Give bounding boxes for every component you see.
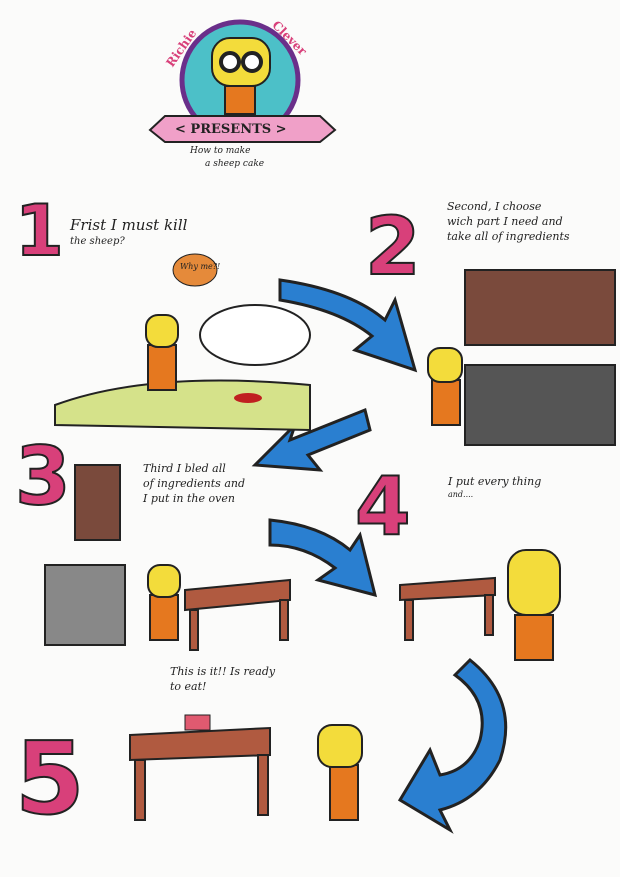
step-4-line: I put every thing (448, 475, 542, 488)
step-3-line: of ingredients and (143, 476, 246, 490)
step-5-line: This is it!! Is ready (170, 665, 276, 678)
step-1-number: 1 (14, 189, 65, 273)
cake (184, 714, 211, 731)
step-1-text: Frist I must kill the sheep? (70, 215, 187, 249)
step-2-line: wich part I need and (447, 214, 563, 228)
fridge (74, 464, 121, 541)
logo-banner: < PRESENTS > (175, 122, 287, 137)
logo-subtitle-1: How to make (190, 146, 251, 156)
logo (148, 19, 337, 143)
step-3-number: 3 (14, 429, 72, 524)
logo-subtitle-2: a sheep cake (205, 159, 265, 169)
thought-bubble-text: Why me?! (180, 262, 221, 271)
oven (44, 564, 126, 646)
step-2-line: take all of ingredients (447, 229, 570, 243)
cupboards (464, 269, 616, 346)
stove (464, 364, 616, 446)
step-1-line: Frist I must kill (70, 216, 188, 234)
thought-bubble (172, 253, 218, 287)
sheep (199, 304, 311, 366)
step-2-number: 2 (364, 199, 422, 294)
grass (54, 379, 311, 432)
blood (234, 393, 262, 403)
step-1-line: the sheep? (70, 236, 125, 248)
step-4-number: 4 (354, 459, 412, 554)
step-5-line: to eat! (170, 679, 207, 693)
step-5-number: 5 (14, 719, 86, 838)
step-2-line: Second, I choose (447, 200, 542, 213)
characters (145, 314, 561, 821)
step-3-line: Third I bled all (143, 462, 226, 475)
arrows (251, 278, 508, 834)
step-4-line: and.... (448, 489, 474, 499)
tables (129, 576, 496, 821)
step-3-line: I put in the oven (143, 491, 235, 505)
